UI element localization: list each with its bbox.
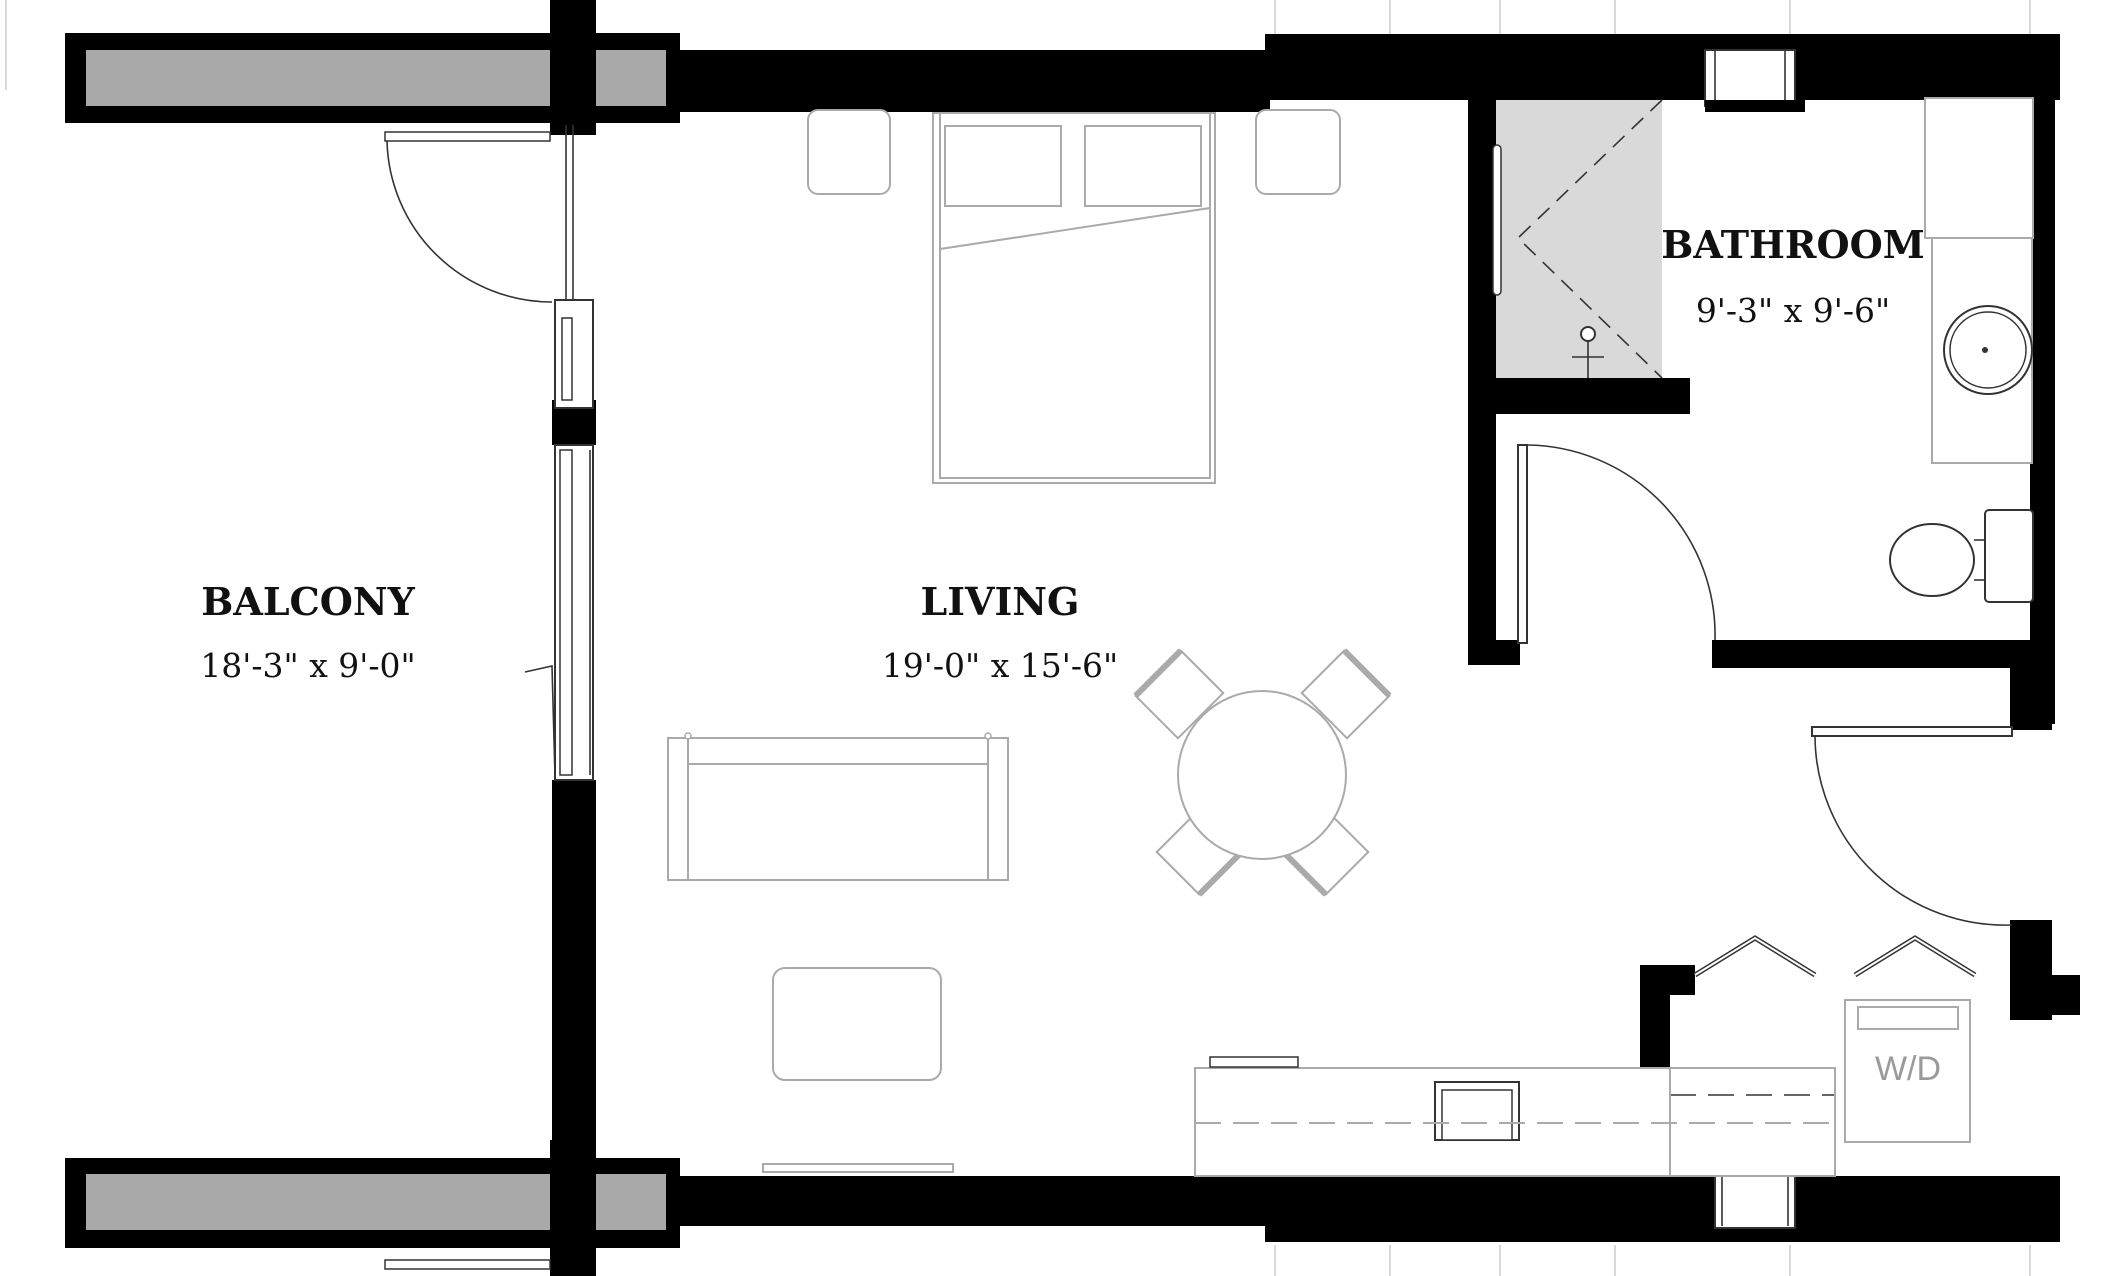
dining-table (1177, 690, 1347, 860)
bathroom-dimensions: 9'-3" x 9'-6" (1696, 291, 1890, 330)
shower (1496, 100, 1662, 378)
kitchen (1194, 999, 1971, 1177)
balcony-dimensions: 18'-3" x 9'-0" (200, 646, 415, 685)
outer-grid-lines (5, 0, 2031, 1276)
bathroom-fixtures (1492, 97, 2034, 603)
walls (65, 0, 2080, 1276)
living-furniture (667, 109, 1392, 1173)
windows (384, 49, 1805, 1270)
living-label: LIVING (921, 579, 1080, 624)
washer-dryer-label: W/D (1875, 1050, 1941, 1088)
balcony-label: BALCONY (201, 579, 415, 624)
bathroom-label: BATHROOM (1661, 222, 1925, 267)
living-dimensions: 19'-0" x 15'-6" (882, 646, 1118, 685)
doors (1517, 444, 2013, 978)
